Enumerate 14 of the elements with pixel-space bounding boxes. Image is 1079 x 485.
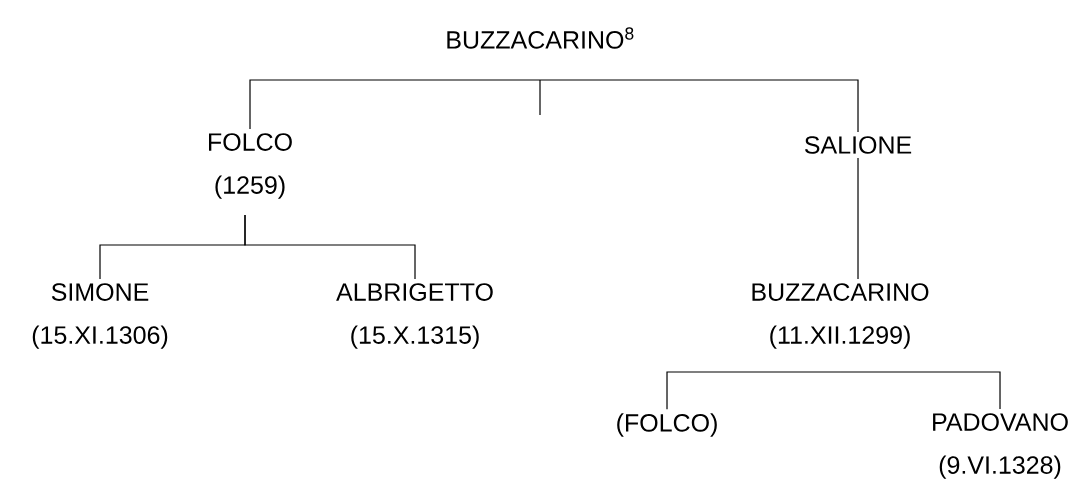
name-label: ALBRIGETTO (15.X.1315) [336,283,493,349]
name-label: PADOVANO (9.VI.1328) [933,413,1068,479]
tree-line [839,371,1001,410]
name-label: BUZZACARINO$^{8}$ [447,27,634,49]
tree-line [539,79,859,133]
tree-line [857,157,859,280]
name-label: SALIONE [804,136,912,154]
name-label: (FOLCO) [617,413,717,437]
tree-line [249,79,541,130]
name-label: BUZZACARINO (11.XII.1299) [752,283,929,349]
name-label: SIMONE (15.XI.1306) [32,283,168,349]
tree-line [666,371,841,410]
name-label: FOLCO (1259) [209,133,292,199]
tree-line [244,214,416,280]
